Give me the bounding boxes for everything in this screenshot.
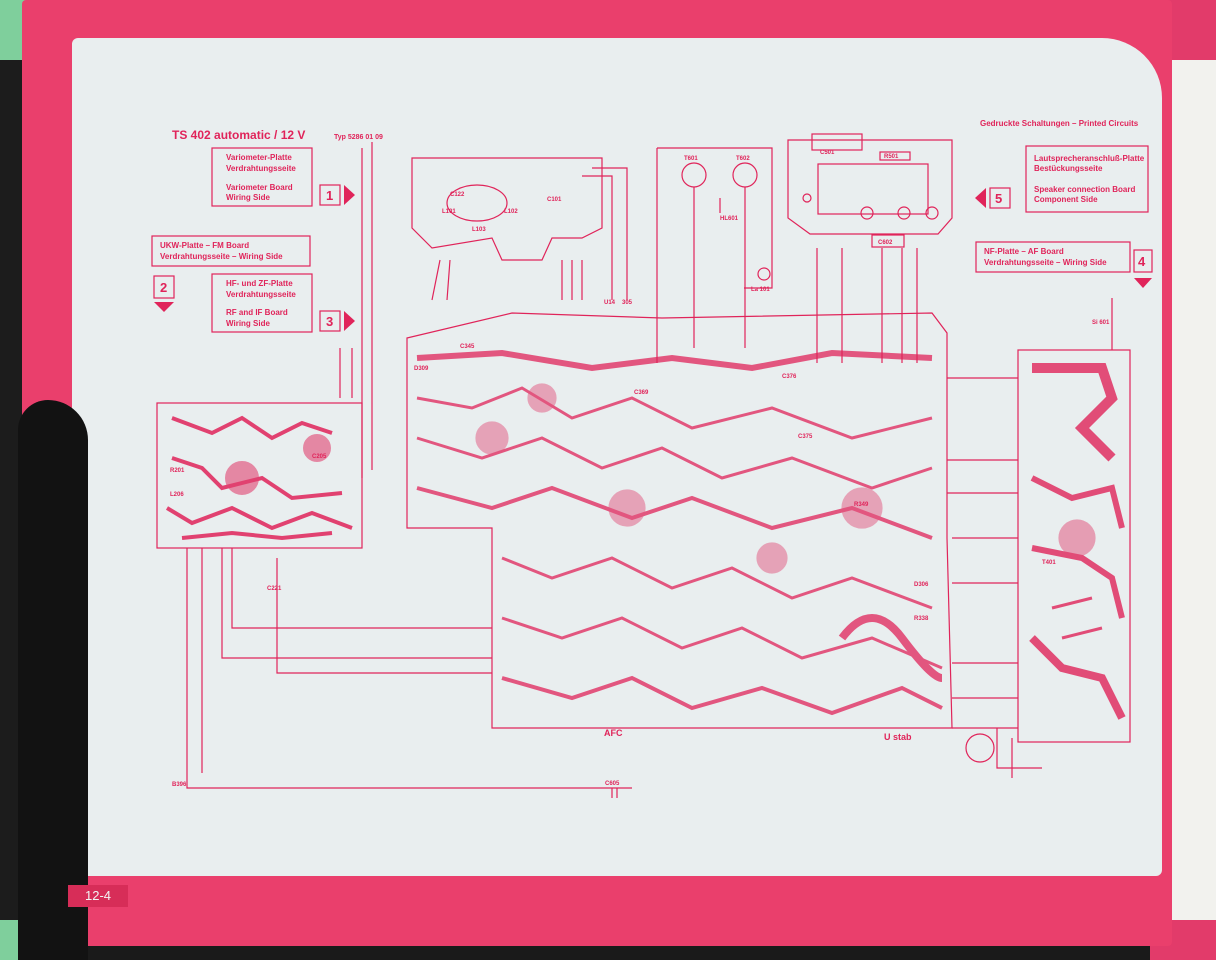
label-c605: C605 [605,781,620,787]
c501-symbol [811,133,863,151]
board3-label-en-1: RF and IF Board [226,308,288,317]
label-t601: T601 [684,156,698,162]
board3-arrow [344,311,355,331]
t601-symbol [681,162,707,188]
thumb-shadow-foreground [18,400,88,960]
board1-arrow [344,185,355,205]
board1-label-box [211,147,313,207]
label-r338: R338 [914,616,929,622]
label-l101: L101 [442,209,456,215]
rf-if-board-outline [406,312,953,729]
page-number: 12-4 [68,885,128,907]
label-c101: C101 [547,197,562,203]
board4-number-box [1133,249,1153,273]
label-la101: La 101 [751,287,770,293]
label-si601: Si 601 [1092,320,1110,326]
type-label: Typ 5286 01 09 [334,134,383,141]
board3-label-de-2: Verdrahtungsseite [226,290,296,299]
label-305: 305 [622,300,633,306]
label-r349: R349 [854,502,869,508]
board2-label-box [151,235,311,267]
label-b396: B396 [172,782,187,788]
board1-label-en-2: Wiring Side [226,193,270,202]
board1-number-box [319,184,341,206]
variometer-coil [446,184,508,222]
af-board-outline [1017,349,1131,743]
header-right: Gedruckte Schaltungen – Printed Circuits [980,119,1139,128]
board3-number-box [319,310,341,332]
label-u14: U14 [604,300,616,306]
board3-label-box [211,273,313,333]
label-r501: R501 [884,154,899,160]
board2-arrow [154,302,174,312]
board1-label-de-2: Verdrahtungsseite [226,164,296,173]
r501-symbol [879,151,911,161]
label-r201: R201 [170,468,185,474]
board1-label-de-1: Variometer-Platte [226,153,292,162]
diagram-title: TS 402 automatic / 12 V [172,128,305,142]
printed-circuit-diagram: TS 402 automatic / 12 V Typ 5286 01 09 G… [151,119,1153,798]
label-ustab: U stab [884,732,912,742]
c602-symbol [871,234,905,248]
board1-number: 1 [326,188,333,203]
board2-label-en: Verdrahtungsseite – Wiring Side [160,252,283,261]
label-afc: AFC [604,728,623,738]
board2-number-box [153,275,175,299]
label-c205: C205 [312,454,327,460]
board5-label-en-2: Component Side [1034,195,1098,204]
board4-number: 4 [1138,254,1146,269]
label-c221: C221 [267,586,282,592]
label-c375: C375 [798,434,813,440]
label-c369: C369 [634,390,649,396]
board4-arrow [1134,278,1152,288]
t601-t602-frame [656,147,773,363]
board5-number: 5 [995,191,1002,206]
label-l206: L206 [170,492,184,498]
lamp-la101 [757,267,771,281]
label-hl601: HL601 [720,216,739,222]
board2-number: 2 [160,280,167,295]
board4-label-box [975,241,1131,273]
fm-board-traces [165,415,353,541]
board3-label-en-2: Wiring Side [226,319,270,328]
t602-symbol [732,162,758,188]
label-c602: C602 [878,240,893,246]
board5-number-box [989,187,1011,209]
speaker-board-outline [787,139,953,235]
label-d306: D306 [914,582,929,588]
board5-label-de-2: Bestückungsseite [1034,164,1103,173]
schematic-paper [72,38,1162,876]
label-d309: D309 [414,366,429,372]
board5-label-de-1: Lautsprecheranschluß-Platte [1034,154,1145,163]
board5-label-box [1025,145,1149,213]
label-l102: L102 [504,209,518,215]
board4-label-en: Verdrahtungsseite – Wiring Side [984,258,1107,267]
label-c376: C376 [782,374,797,380]
label-t401: T401 [1042,560,1056,566]
board5-label-en-1: Speaker connection Board [1034,185,1135,194]
rf-if-board-traces [416,349,943,716]
board4-label-de: NF-Platte – AF Board [984,247,1064,256]
board1-label-en-1: Variometer Board [226,183,293,192]
board2-label-de: UKW-Platte – FM Board [160,241,249,250]
label-l103: L103 [472,227,486,233]
board5-arrow [975,188,986,208]
board3-label-de-1: HF- und ZF-Platte [226,279,293,288]
board3-number: 3 [326,314,333,329]
connector-socket [965,733,995,763]
af-board-traces [1029,363,1126,720]
label-t602: T602 [736,156,750,162]
variometer-board-outline [411,157,603,261]
label-c122: C122 [450,192,465,198]
label-c501: C501 [820,150,835,156]
label-c345: C345 [460,344,475,350]
